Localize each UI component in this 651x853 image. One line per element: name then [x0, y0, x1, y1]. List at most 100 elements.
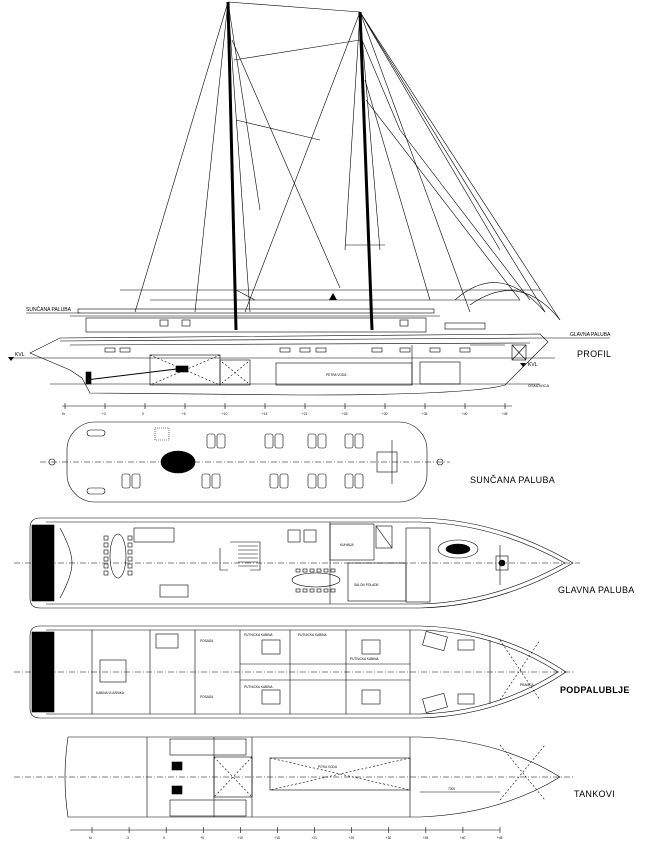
guest-bed [361, 639, 381, 655]
sun-lounger [216, 433, 226, 449]
sun-loungers [121, 433, 364, 489]
sun-lounger [211, 473, 221, 489]
chair [103, 570, 109, 576]
shaft [85, 367, 186, 381]
frame-label: +10 [237, 836, 243, 840]
sun-lounger [269, 473, 279, 489]
portholes [104, 347, 471, 353]
sun-lounger [354, 473, 364, 489]
main-mast [226, 1, 238, 331]
sail-line [227, 1, 361, 13]
chair [309, 568, 315, 573]
fwd-store [419, 361, 461, 385]
deck-line [69, 342, 531, 346]
chair [316, 568, 322, 573]
sun-lounger [354, 433, 364, 449]
sun-lounger [201, 473, 211, 489]
chair [330, 588, 336, 593]
sheer-line [59, 337, 541, 342]
kvl-marker-aft [8, 357, 14, 361]
salon-room [347, 562, 407, 602]
sail-line [359, 11, 561, 321]
crew-label: POSADA [200, 639, 214, 643]
sun-lounger [279, 473, 289, 489]
sun-deck-title: SUNČANA PALUBA [470, 475, 555, 485]
chair [127, 549, 133, 555]
tender [444, 322, 486, 330]
frame-label: +21 [302, 412, 308, 416]
engine-block [171, 785, 183, 795]
frame-label: +21 [312, 836, 318, 840]
sail-line [399, 129, 531, 301]
frame-label: +45 [497, 836, 503, 840]
chair [103, 542, 109, 548]
frame-label: +35 [422, 412, 428, 416]
salon-chairs [295, 568, 336, 593]
chair [309, 588, 315, 593]
guest-cabin-label: PUTNICKA KABINA [298, 633, 327, 637]
guest-cabin-label: PUTNICKA KABINA [244, 685, 273, 689]
main-deck-outline [29, 517, 574, 609]
frame-label: +45 [502, 412, 508, 416]
owner-bed [99, 659, 127, 683]
chair [127, 556, 133, 562]
guest-cabin-label: PUTNICKA KABINA [350, 657, 379, 661]
guest-bed [361, 689, 381, 705]
chair [103, 556, 109, 562]
main-deck-view: KUHINJA SALON POLADE GLAVNA PALUBA [14, 517, 635, 609]
sun-lounger [307, 433, 317, 449]
frame-label: +25 [349, 836, 355, 840]
sun-deck-rail [77, 308, 435, 314]
frame-label: +5 [200, 836, 204, 840]
engine-block [171, 761, 183, 771]
sail-line [359, 11, 501, 251]
sun-lounger [206, 433, 216, 449]
profile-main-deck-label: GLAVNA PALUBA [570, 332, 611, 338]
guest-bed [261, 639, 281, 655]
frame-label: +40 [462, 412, 468, 416]
sun-lounger [264, 433, 274, 449]
deckhouse [85, 317, 427, 333]
sail-line [194, 1, 229, 313]
chair [103, 563, 109, 569]
guest-cabin-label: PUTNICKA KABINA [244, 633, 273, 637]
chair [127, 535, 133, 541]
sun-lounger [344, 433, 354, 449]
frame-label: 0 [163, 836, 165, 840]
chair [103, 535, 109, 541]
chair [127, 542, 133, 548]
main-deck-title: GLAVNA PALUBA [558, 585, 635, 595]
osnovica-label: OSNOVICA [528, 383, 549, 388]
tanks-outline [64, 736, 561, 818]
jacuzzi [160, 450, 196, 474]
chair [302, 588, 308, 593]
sail-line [359, 11, 381, 251]
engine-room-tank [213, 756, 253, 798]
chair [302, 568, 308, 573]
tank [169, 799, 247, 817]
chair [127, 570, 133, 576]
frame-label: +15 [274, 836, 280, 840]
dimension-label: 7000 [448, 787, 455, 791]
fore-mast [358, 11, 374, 331]
sail-line [344, 11, 361, 251]
jib-sail [454, 282, 546, 313]
sail-line [364, 79, 431, 301]
galley-label: KUHINJA [340, 543, 355, 547]
tank-water-label: PITKA VODA [318, 765, 338, 769]
chair [316, 588, 322, 593]
sun-lounger [307, 473, 317, 489]
profile-view: SUNČANA PALUBA GLAVNA PALUBA PETRA VODA [8, 1, 611, 416]
sail-line [359, 11, 471, 313]
petrol-tank [269, 757, 411, 791]
window [399, 319, 409, 327]
sun-lounger [131, 473, 141, 489]
chair [295, 588, 301, 593]
sail-line [233, 39, 361, 61]
sun-lounger [121, 473, 131, 489]
frame-label: +5 [182, 412, 186, 416]
profile-title: PROFIL [577, 349, 611, 359]
frame-label: 0 [142, 412, 144, 416]
sail-line [227, 1, 251, 313]
